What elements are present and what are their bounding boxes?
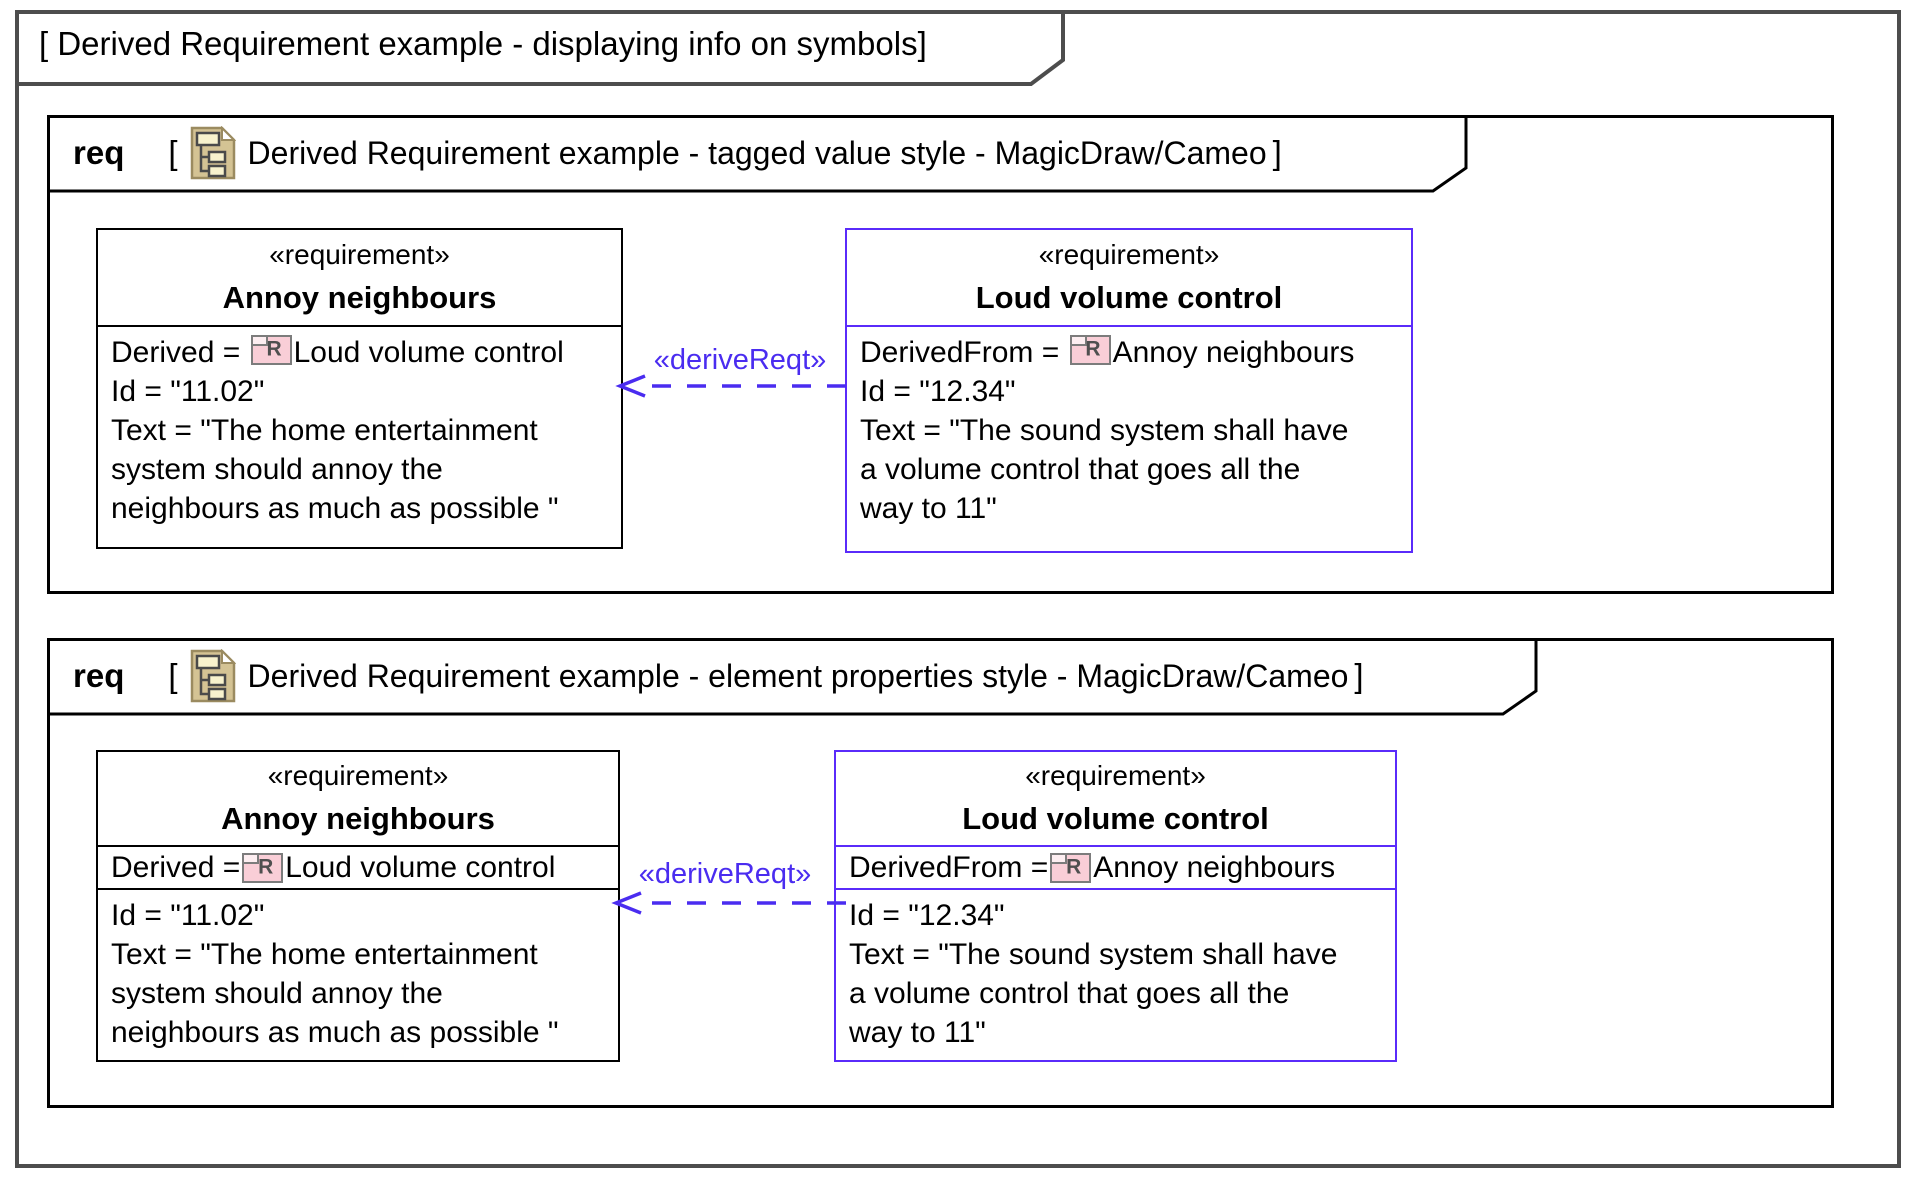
requirement-badge-icon: R xyxy=(1050,852,1092,883)
requirement-badge-icon: R xyxy=(250,335,292,365)
requirement-text: Id = "11.02" Text = "The home entertainm… xyxy=(111,899,559,1049)
frame2-title-tab[interactable]: req [ Derived Requirement example - elem… xyxy=(47,638,1541,717)
close-bracket: ] xyxy=(1354,657,1364,694)
requirements-diagram-icon xyxy=(190,649,236,703)
badge-letter: R xyxy=(1066,855,1082,879)
requirements-diagram-icon xyxy=(190,126,236,180)
derive-connector-arrow[interactable] xyxy=(612,372,848,400)
badge-tab xyxy=(250,335,268,346)
requirement-name: Loud volume control xyxy=(975,280,1283,315)
requirement-badge-icon: R xyxy=(242,852,284,883)
requirement-header: «requirement» Loud volume control xyxy=(836,752,1395,847)
close-bracket: ] xyxy=(1272,134,1282,171)
derivedfrom-property-line: DerivedFrom = R Annoy neighbours xyxy=(860,333,1401,372)
derived-property-compartment: Derived = R Loud volume control xyxy=(98,847,618,890)
open-bracket: [ xyxy=(168,134,178,171)
derived-property-line: Derived = R Loud volume control xyxy=(111,333,611,372)
requirement-header: «requirement» Loud volume control xyxy=(847,230,1411,327)
requirement-header: «requirement» Annoy neighbours xyxy=(98,752,618,847)
badge-letter: R xyxy=(258,855,274,879)
tab-shape xyxy=(15,10,1065,86)
requirement-body: Derived = R Loud volume control Id = "11.… xyxy=(98,327,621,528)
badge-tab xyxy=(1050,852,1068,864)
derive-connector-arrow[interactable] xyxy=(608,889,848,917)
requirement-name: Annoy neighbours xyxy=(221,801,495,836)
open-bracket: [ xyxy=(168,657,178,694)
requirement-box-annoy-neighbours[interactable]: «requirement» Annoy neighbours Derived =… xyxy=(96,750,620,1062)
requirement-name: Loud volume control xyxy=(962,801,1269,836)
requirement-badge-icon: R xyxy=(1069,335,1111,365)
requirement-text: Id = "11.02" Text = "The home entertainm… xyxy=(111,375,559,525)
requirement-text: Id = "12.34" Text = "The sound system sh… xyxy=(860,375,1349,525)
requirement-name: Annoy neighbours xyxy=(222,280,497,315)
frame1-keyword: req xyxy=(73,134,125,171)
requirement-text: Id = "12.34" Text = "The sound system sh… xyxy=(849,899,1338,1049)
requirement-body: Id = "12.34" Text = "The sound system sh… xyxy=(836,890,1395,1052)
badge-tab xyxy=(242,852,260,864)
derive-connector-label: «deriveReqt» xyxy=(653,344,827,376)
derived-property-label: Derived = xyxy=(111,336,249,369)
derivedfrom-property-value: Annoy neighbours xyxy=(1112,336,1355,369)
requirement-body: DerivedFrom = R Annoy neighbours Id = "12… xyxy=(847,327,1411,528)
derived-property-label: Derived = xyxy=(111,850,241,884)
stereotype-label: «requirement» xyxy=(269,239,450,270)
frame1-title: Derived Requirement example - tagged val… xyxy=(247,134,1267,171)
requirement-header: «requirement» Annoy neighbours xyxy=(98,230,621,327)
derivedfrom-property-value: Annoy neighbours xyxy=(1093,850,1336,884)
stereotype-label: «requirement» xyxy=(1025,760,1206,791)
derived-property-value: Loud volume control xyxy=(285,850,556,884)
derivedfrom-property-label: DerivedFrom = xyxy=(849,850,1049,884)
derivedfrom-property-label: DerivedFrom = xyxy=(860,336,1068,369)
tab-shape xyxy=(47,638,1538,716)
frame2-title: Derived Requirement example - element pr… xyxy=(247,657,1349,694)
stereotype-label: «requirement» xyxy=(267,760,449,791)
requirement-box-loud-volume-control[interactable]: «requirement» Loud volume control Derive… xyxy=(845,228,1413,553)
derived-property-value: Loud volume control xyxy=(293,336,564,369)
requirement-body: Id = "11.02" Text = "The home entertainm… xyxy=(98,890,618,1052)
badge-letter: R xyxy=(266,337,282,361)
derivedfrom-property-compartment: DerivedFrom = R Annoy neighbours xyxy=(836,847,1395,890)
outer-diagram-title: [ Derived Requirement example - displayi… xyxy=(39,25,927,62)
badge-letter: R xyxy=(1085,337,1101,361)
tab-shape xyxy=(47,115,1468,193)
frame1-title-tab[interactable]: req [ Derived Requirement example - tagg… xyxy=(47,115,1471,194)
outer-frame-title-tab[interactable]: [ Derived Requirement example - displayi… xyxy=(15,10,1067,88)
requirement-box-annoy-neighbours[interactable]: «requirement» Annoy neighbours Derived =… xyxy=(96,228,623,549)
badge-tab xyxy=(1069,335,1087,346)
frame2-keyword: req xyxy=(73,657,125,694)
derive-connector-label: «deriveReqt» xyxy=(638,858,812,890)
stereotype-label: «requirement» xyxy=(1038,239,1220,270)
requirement-box-loud-volume-control[interactable]: «requirement» Loud volume control Derive… xyxy=(834,750,1397,1062)
